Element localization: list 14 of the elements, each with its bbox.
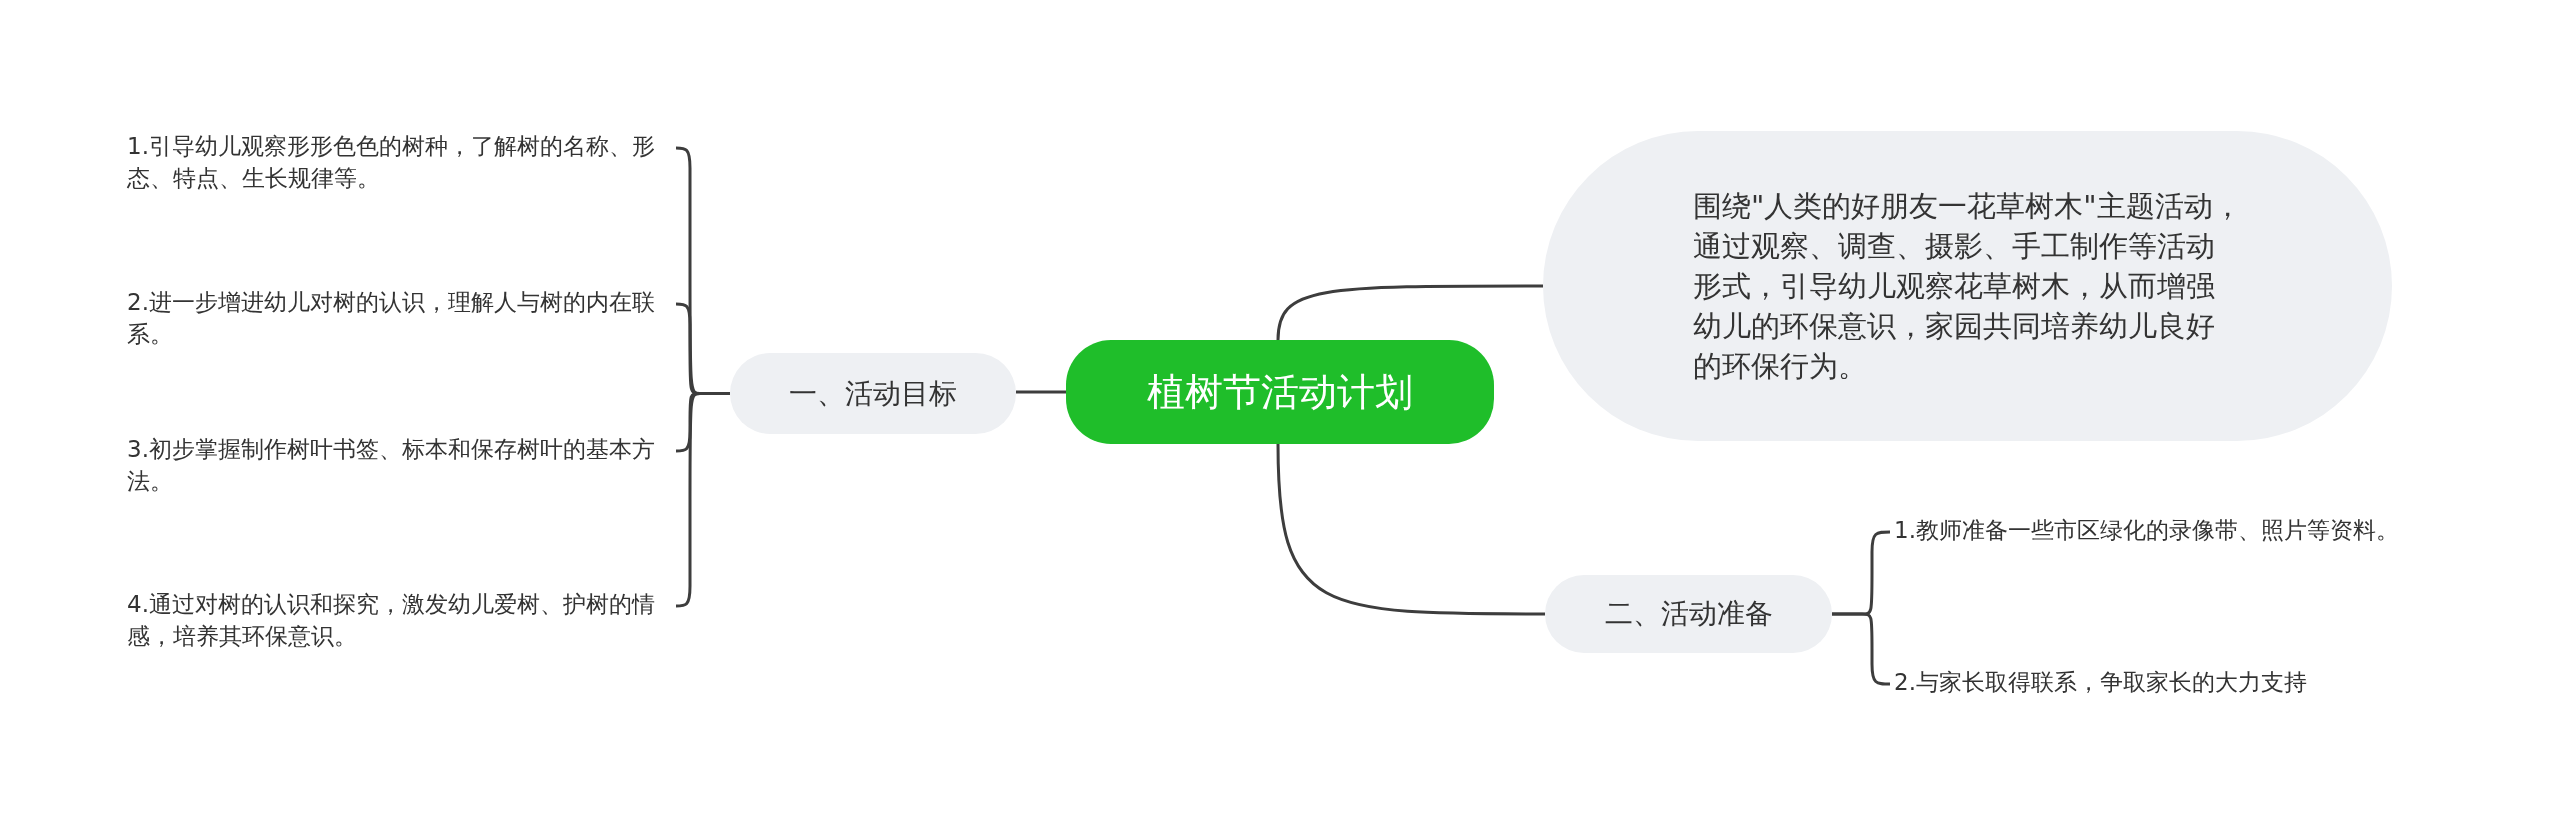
topic-box: 围绕"人类的好朋友一花草树木"主题活动，通过观察、调查、摄影、手工制作等活动形式，引导幼儿观察花草树木，从而增强幼儿的环保意识，家园共同培养幼儿良好的环保行为。	[1543, 131, 2392, 441]
connector-line	[1276, 443, 1545, 616]
connector-line	[1016, 390, 1066, 394]
note-text: 2.进一步增进幼儿对树的认识，理解人与树的内在联系。	[127, 286, 672, 352]
note-text: 3.初步掌握制作树叶书签、标本和保存树叶的基本方法。	[127, 433, 672, 499]
connector-line	[1832, 612, 1890, 686]
topic-box: 二、活动准备	[1545, 575, 1832, 653]
note-text: 4.通过对树的认识和探究，激发幼儿爱树、护树的情感，培养其环保意识。	[127, 588, 672, 654]
note-text: 1.引导幼儿观察形形色色的树种，了解树的名称、形态、特点、生长规律等。	[127, 130, 672, 196]
connector-line	[1276, 284, 1543, 341]
note-text: 1.教师准备一些市区绿化的录像带、照片等资料。	[1894, 514, 2444, 580]
topic-box: 一、活动目标	[730, 353, 1016, 434]
note-text: 2.与家长取得联系，争取家长的大力支持	[1894, 666, 2444, 700]
central-topic-box: 植树节活动计划	[1066, 340, 1494, 444]
